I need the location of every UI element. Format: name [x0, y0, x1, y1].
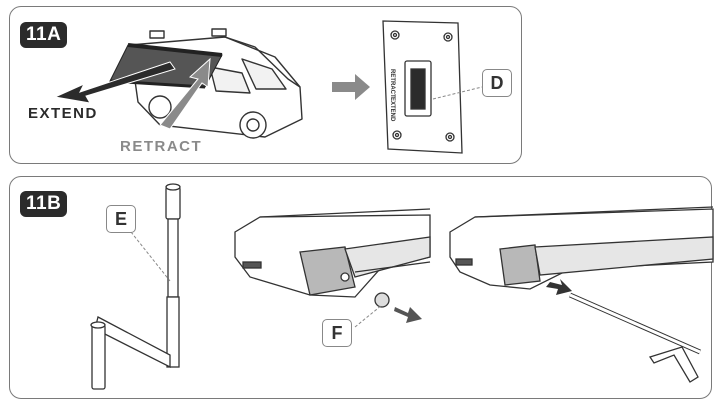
switch-retract-text: RETRACT: [389, 69, 395, 98]
awning-roller: [127, 43, 223, 57]
crank-handle-illustration: [90, 183, 714, 390]
panel-tag-11b: 11B: [20, 191, 68, 217]
extend-arrow: [53, 61, 176, 104]
remove-cap-arrow: [394, 307, 422, 323]
crank-lower-shaft: [166, 296, 180, 368]
van-side-window: [209, 66, 251, 94]
panel-11b: 11B: [9, 176, 714, 399]
callout-f: F: [322, 319, 352, 347]
leader-line-f: [354, 304, 383, 328]
leader-line-e: [130, 231, 171, 282]
callout-d: D: [482, 69, 512, 97]
extend-label: EXTEND: [28, 105, 98, 122]
switch-extend-text: EXTEND: [389, 97, 395, 122]
retract-arrow: [159, 57, 211, 130]
crank-arm: [94, 316, 171, 369]
callout-e: E: [106, 205, 136, 233]
end-cap-right: [499, 244, 541, 286]
end-cap-left: [299, 246, 356, 296]
roof-vent-rear: [211, 28, 227, 37]
rear-wheel: [148, 95, 172, 119]
van-awning-illustration: RETRACT EXTEND: [53, 20, 483, 154]
crank-grip: [91, 324, 106, 390]
crank-upper-shaft: [167, 218, 179, 298]
leader-line-d: [432, 86, 483, 100]
roof-vent-front: [149, 30, 165, 39]
panel-11a: 11A: [9, 6, 522, 164]
retract-label: RETRACT: [120, 138, 203, 155]
panel-tag-11a: 11A: [20, 22, 68, 48]
insert-arrow: [546, 279, 572, 295]
plug-cap: [374, 292, 390, 308]
van-windshield: [241, 58, 287, 90]
pointer-arrow: [332, 74, 370, 100]
crank-tip: [165, 186, 181, 220]
inserted-crank-handle: [648, 346, 699, 383]
